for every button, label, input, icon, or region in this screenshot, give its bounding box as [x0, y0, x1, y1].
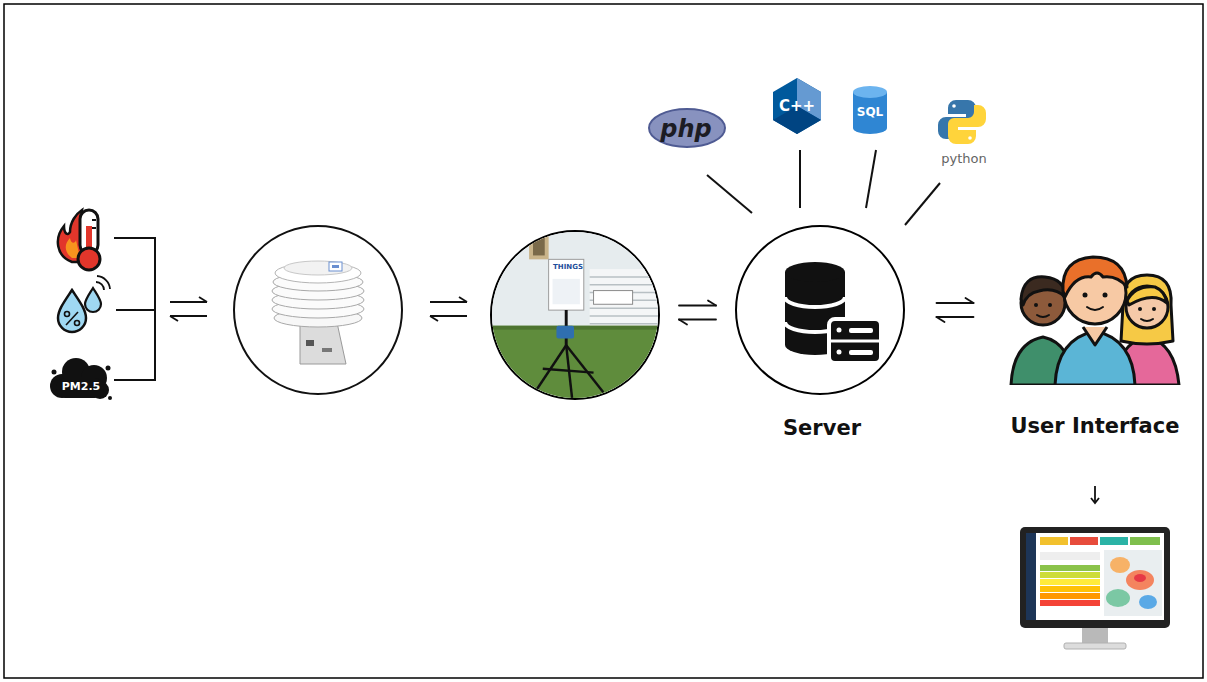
down-arrow	[1091, 486, 1099, 503]
monitor	[1020, 527, 1170, 649]
cpp-logo	[773, 78, 821, 134]
server-circle: Server	[735, 225, 905, 395]
pm25-icon	[50, 358, 112, 400]
database-icon	[737, 227, 903, 393]
bracket	[114, 237, 155, 381]
logo-text: python	[941, 152, 986, 165]
user-group: User Interface	[1005, 235, 1185, 385]
logo-text: php	[660, 117, 711, 141]
logo-lines	[707, 150, 940, 225]
node-heading: User Interface	[1011, 414, 1180, 438]
php-logo	[649, 109, 725, 147]
sensor-unit	[234, 226, 402, 394]
gateway-circle: THINGS	[490, 230, 660, 400]
sensor-label: PM2.5	[62, 381, 101, 392]
bidirectional-arrow	[679, 301, 716, 325]
gateway-photo	[492, 232, 658, 398]
temperature-icon	[58, 210, 100, 270]
sql-logo	[853, 86, 887, 134]
humidity-icon	[58, 276, 110, 332]
device-sign-text: THINGS	[553, 263, 583, 271]
bidirectional-arrow	[937, 298, 974, 322]
logo-text: SQL	[857, 106, 884, 118]
users-icon	[1005, 235, 1185, 385]
logo-text: C++	[779, 99, 815, 114]
python-logo	[938, 100, 986, 144]
node-heading: Server	[783, 416, 861, 440]
